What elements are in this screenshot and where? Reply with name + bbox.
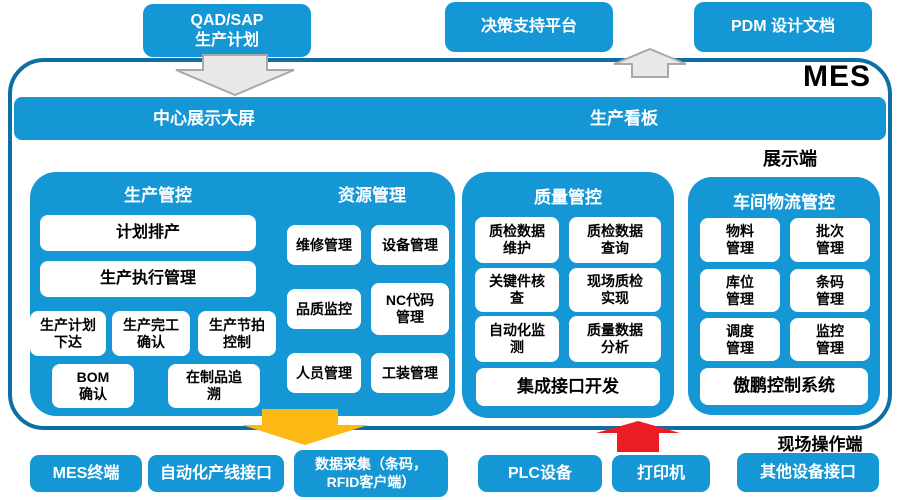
module-box: 人员管理 <box>287 353 361 393</box>
production-kanban-label: 生产看板 <box>590 109 658 128</box>
module-box: 生产完工 确认 <box>112 311 190 356</box>
module-box: 质检数据 维护 <box>475 217 559 263</box>
module-box: 关键件核 查 <box>475 268 559 312</box>
aopeng-control-system-box: 傲鹏控制系统 <box>700 368 868 405</box>
gray-down-arrow-icon <box>175 54 295 96</box>
device-mes-terminal: MES终端 <box>30 455 142 492</box>
module-box: 质检数据 查询 <box>569 217 661 263</box>
module-box: 自动化监 测 <box>475 316 559 362</box>
external-system-qad-sap: QAD/SAP 生产计划 <box>143 4 311 57</box>
display-side-zone-label: 展示端 <box>763 149 817 169</box>
operation-side-zone-label: 现场操作端 <box>777 435 863 454</box>
yellow-down-arrow-icon <box>242 409 368 445</box>
module-box: 维修管理 <box>287 225 361 265</box>
module-box: 调度 管理 <box>700 318 780 361</box>
production-control-title: 生产管控 <box>124 186 192 205</box>
central-display-screen-label: 中心展示大屏 <box>153 109 255 128</box>
device-printer: 打印机 <box>612 455 710 492</box>
module-box: 品质监控 <box>287 289 361 329</box>
red-up-arrow-icon <box>596 421 680 452</box>
module-box: 物料 管理 <box>700 218 780 262</box>
panel-quality-control: 质量管控 质检数据 维护 质检数据 查询 关键件核 查 现场质检 实现 自动化监… <box>462 172 674 418</box>
module-box: NC代码 管理 <box>371 283 449 335</box>
module-box: 库位 管理 <box>700 269 780 312</box>
mes-title: MES <box>802 60 871 93</box>
module-box: 工装管理 <box>371 353 449 393</box>
device-automation-line-interface: 自动化产线接口 <box>148 455 284 492</box>
module-box: 生产执行管理 <box>40 261 256 297</box>
external-system-pdm: PDM 设计文档 <box>694 2 872 52</box>
integration-interface-box: 集成接口开发 <box>476 368 660 406</box>
module-box: 批次 管理 <box>790 218 870 262</box>
device-data-collection: 数据采集（条码， RFID客户端） <box>294 450 448 497</box>
device-other-equipment-interface: 其他设备接口 <box>737 453 879 492</box>
panel-production-and-resource: 生产管控 资源管理 计划排产 生产执行管理 生产计划 下达 生产完工 确认 生产… <box>30 172 455 416</box>
module-box: 质量数据 分析 <box>569 316 661 362</box>
quality-control-title: 质量管控 <box>534 188 602 207</box>
module-box: 条码 管理 <box>790 269 870 312</box>
module-box: 现场质检 实现 <box>569 268 661 312</box>
display-header-bar: 中心展示大屏 生产看板 <box>14 97 886 140</box>
external-system-decision-support: 决策支持平台 <box>445 2 613 52</box>
module-box: 生产计划 下达 <box>30 311 106 356</box>
resource-management-title: 资源管理 <box>338 186 406 205</box>
module-box: 设备管理 <box>371 225 449 265</box>
workshop-logistics-title: 车间物流管控 <box>733 193 835 212</box>
module-box: 生产节拍 控制 <box>198 311 276 356</box>
module-box: 计划排产 <box>40 215 256 251</box>
panel-workshop-logistics: 车间物流管控 物料 管理 批次 管理 库位 管理 条码 管理 调度 管理 监控 … <box>688 177 880 415</box>
device-plc: PLC设备 <box>478 455 602 492</box>
module-box: 在制品追 溯 <box>168 364 260 408</box>
module-box: 监控 管理 <box>790 318 870 361</box>
gray-up-arrow-icon <box>613 48 687 78</box>
module-box: BOM 确认 <box>52 364 134 408</box>
